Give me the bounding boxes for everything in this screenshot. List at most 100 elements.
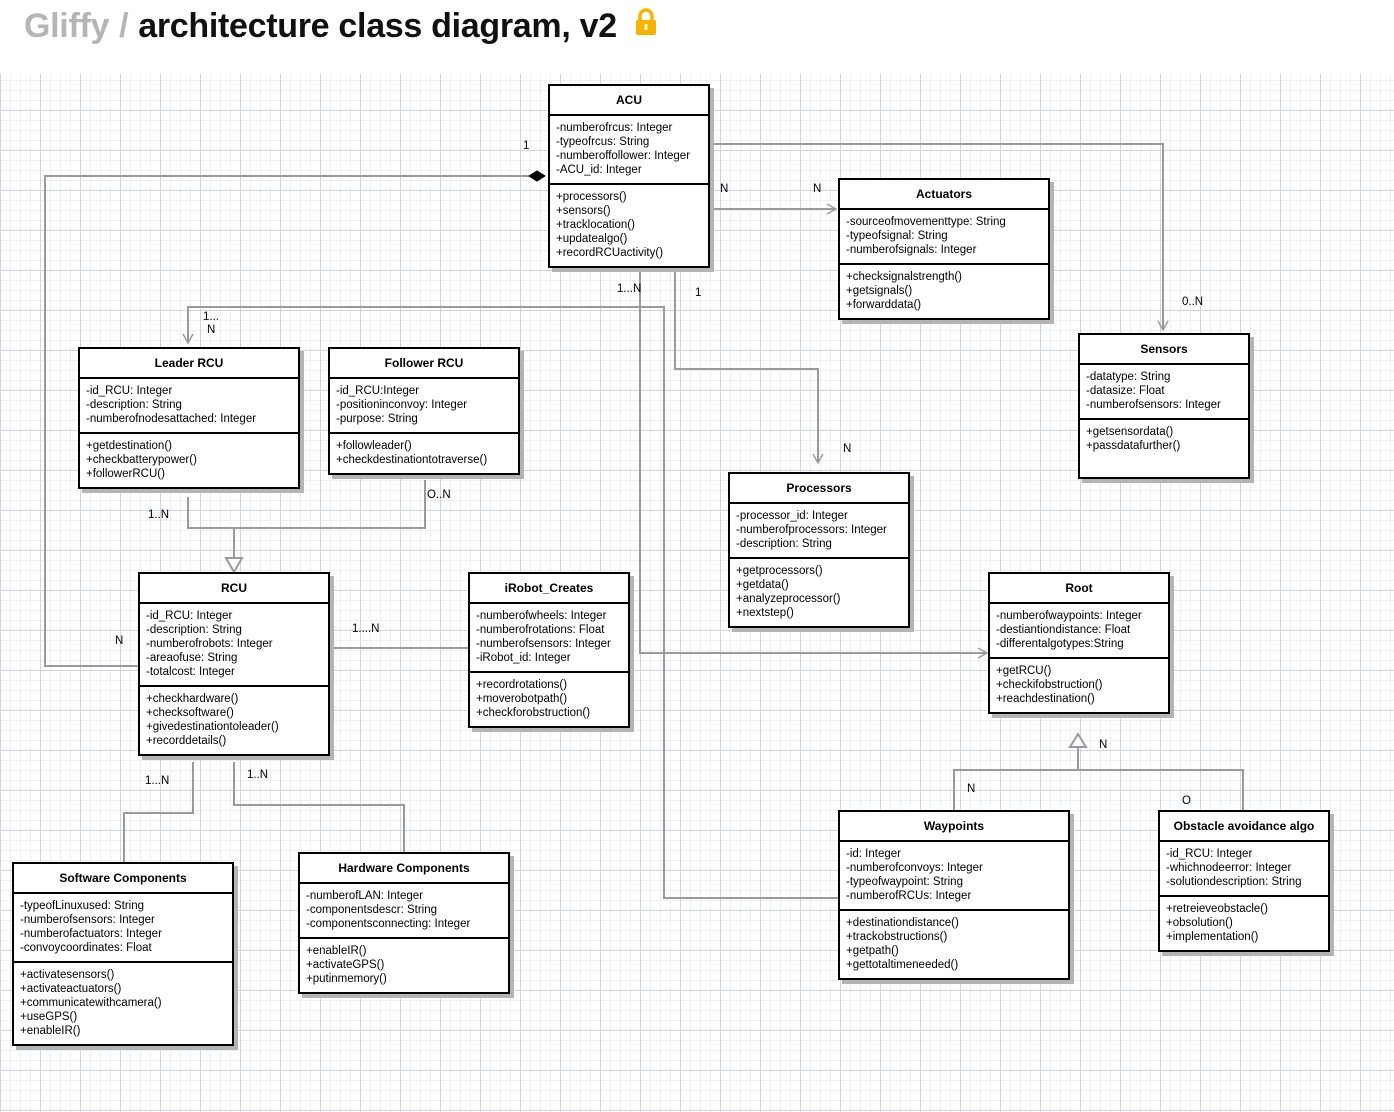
attribute: -differentalgotypes:String <box>996 638 1124 650</box>
methods-section: +retreieveobstacle() +obsolution() +impl… <box>1160 895 1328 950</box>
attribute: -numberofrotations: Float <box>476 624 605 636</box>
methods-section: +getRCU() +checkifobstruction() +reachde… <box>990 657 1168 712</box>
attributes-section: -numberofwaypoints: Integer -destiantion… <box>990 604 1168 657</box>
multiplicity-label: N <box>813 183 822 195</box>
method: +getsensordata() <box>1086 426 1174 438</box>
attribute: -numberofactuators: Integer <box>20 928 162 940</box>
method: +enableIR() <box>306 945 367 957</box>
attribute: -componentsdescr: String <box>306 904 438 916</box>
methods-section: +processors() +sensors() +tracklocation(… <box>550 183 708 266</box>
multiplicity-label: 0..N <box>1182 296 1204 308</box>
methods-section: +activatesensors() +activateactuators() … <box>14 961 232 1044</box>
method: +checksignalstrength() <box>846 271 963 283</box>
method: +trackobstructions() <box>846 931 948 943</box>
attributes-section: -sourceofmovementtype: String -typeofsig… <box>840 210 1048 263</box>
method: +tracklocation() <box>556 219 635 231</box>
method: +activateGPS() <box>306 959 385 971</box>
attributes-section: -id: Integer -numberofconvoys: Integer -… <box>840 842 1068 909</box>
attribute: -numberofwaypoints: Integer <box>996 610 1142 622</box>
attribute: -numberofrcus: Integer <box>556 122 673 134</box>
class-name: Sensors <box>1080 335 1248 365</box>
method: +useGPS() <box>20 1011 78 1023</box>
methods-section: +destinationdistance() +trackobstruction… <box>840 909 1068 978</box>
attribute: -id_RCU:Integer <box>336 385 420 397</box>
methods-section: +getsensordata() +passdatafurther() <box>1080 418 1248 459</box>
attribute: -whichnodeerror: Integer <box>1166 862 1292 874</box>
method: +followerRCU() <box>86 468 165 480</box>
method: +gettotaltimeneeded() <box>846 959 959 971</box>
method: +recordrotations() <box>476 679 568 691</box>
lock-icon[interactable] <box>633 7 659 46</box>
method: +retreieveobstacle() <box>1166 903 1268 915</box>
multiplicity-label: 1 <box>523 140 530 152</box>
class-obstacle-avoidance-algo[interactable]: Obstacle avoidance algo -id_RCU: Integer… <box>1158 810 1330 952</box>
class-root[interactable]: Root -numberofwaypoints: Integer -destia… <box>988 572 1170 714</box>
method: +checkdestinationtotraverse() <box>336 454 488 466</box>
method: +getpath() <box>846 945 899 957</box>
multiplicity-label: O <box>1182 795 1191 807</box>
page-header: Gliffy / architecture class diagram, v2 <box>24 4 659 48</box>
method: +activateactuators() <box>20 983 122 995</box>
methods-section: +checkhardware() +checksoftware() +gived… <box>140 685 328 754</box>
method: +obsolution() <box>1166 917 1233 929</box>
method: +enableIR() <box>20 1025 81 1037</box>
attribute: -numberofnodesattached: Integer <box>86 413 257 425</box>
class-actuators[interactable]: Actuators -sourceofmovementtype: String … <box>838 178 1050 320</box>
method: +passdatafurther() <box>1086 440 1181 452</box>
attribute: -id_RCU: Integer <box>1166 848 1253 860</box>
attribute: -id: Integer <box>846 848 901 860</box>
method: +getprocessors() <box>736 565 823 577</box>
class-name: Root <box>990 574 1168 604</box>
multiplicity-label: N <box>843 443 852 455</box>
class-follower-rcu[interactable]: Follower RCU -id_RCU:Integer -positionin… <box>328 347 520 475</box>
class-waypoints[interactable]: Waypoints -id: Integer -numberofconvoys:… <box>838 810 1070 980</box>
attributes-section: -typeofLinuxused: String -numberofsensor… <box>14 894 232 961</box>
method: +nextstep() <box>736 607 794 619</box>
methods-section: +enableIR() +activateGPS() +putinmemory(… <box>300 937 508 992</box>
class-processors[interactable]: Processors -processor_id: Integer -numbe… <box>728 472 910 628</box>
method: +analyzeprocessor() <box>736 593 841 605</box>
method: +destinationdistance() <box>846 917 959 929</box>
multiplicity-label: N <box>720 183 729 195</box>
method: +moverobotpath() <box>476 693 568 705</box>
multiplicity-label: N <box>207 324 216 336</box>
method: +getRCU() <box>996 665 1052 677</box>
class-rcu[interactable]: RCU -id_RCU: Integer -description: Strin… <box>138 572 330 756</box>
attribute: -purpose: String <box>336 413 418 425</box>
attribute: -typeofwaypoint: String <box>846 876 963 888</box>
attribute: -destiantiondistance: Float <box>996 624 1131 636</box>
class-sensors[interactable]: Sensors -datatype: String -datasize: Flo… <box>1078 333 1250 479</box>
class-name: ACU <box>550 86 708 116</box>
class-leader-rcu[interactable]: Leader RCU -id_RCU: Integer -description… <box>78 347 300 489</box>
attribute: -areaofuse: String <box>146 652 238 664</box>
method: +recorddetails() <box>146 735 227 747</box>
class-software-components[interactable]: Software Components -typeofLinuxused: St… <box>12 862 234 1046</box>
attribute: -sourceofmovementtype: String <box>846 216 1006 228</box>
method: +checkifobstruction() <box>996 679 1103 691</box>
class-acu[interactable]: ACU -numberofrcus: Integer -typeofrcus: … <box>548 84 710 268</box>
methods-section: +followleader() +checkdestinationtotrave… <box>330 432 518 473</box>
class-irobot-creates[interactable]: iRobot_Creates -numberofwheels: Integer … <box>468 572 630 728</box>
attribute: -solutiondescription: String <box>1166 876 1302 888</box>
attribute: -description: String <box>86 399 182 411</box>
method: +followleader() <box>336 440 412 452</box>
attributes-section: -id_RCU: Integer -description: String -n… <box>140 604 328 685</box>
method: +implementation() <box>1166 931 1259 943</box>
attribute: -numberofsensors: Integer <box>476 638 611 650</box>
attribute: -numberofprocessors: Integer <box>736 524 887 536</box>
class-name: Leader RCU <box>80 349 298 379</box>
attribute: -numberofrobots: Integer <box>146 638 273 650</box>
class-name: Obstacle avoidance algo <box>1160 812 1328 842</box>
breadcrumb-separator: / <box>119 6 129 45</box>
method: +activatesensors() <box>20 969 115 981</box>
method: +putinmemory() <box>306 973 387 985</box>
method: +checksoftware() <box>146 707 234 719</box>
class-name: Actuators <box>840 180 1048 210</box>
brand-link[interactable]: Gliffy <box>24 6 110 45</box>
attributes-section: -id_RCU:Integer -positioninconvoy: Integ… <box>330 379 518 432</box>
class-hardware-components[interactable]: Hardware Components -numberofLAN: Intege… <box>298 852 510 994</box>
attribute: -datasize: Float <box>1086 385 1165 397</box>
methods-section: +getdestination() +checkbatterypower() +… <box>80 432 298 487</box>
class-name: Waypoints <box>840 812 1068 842</box>
